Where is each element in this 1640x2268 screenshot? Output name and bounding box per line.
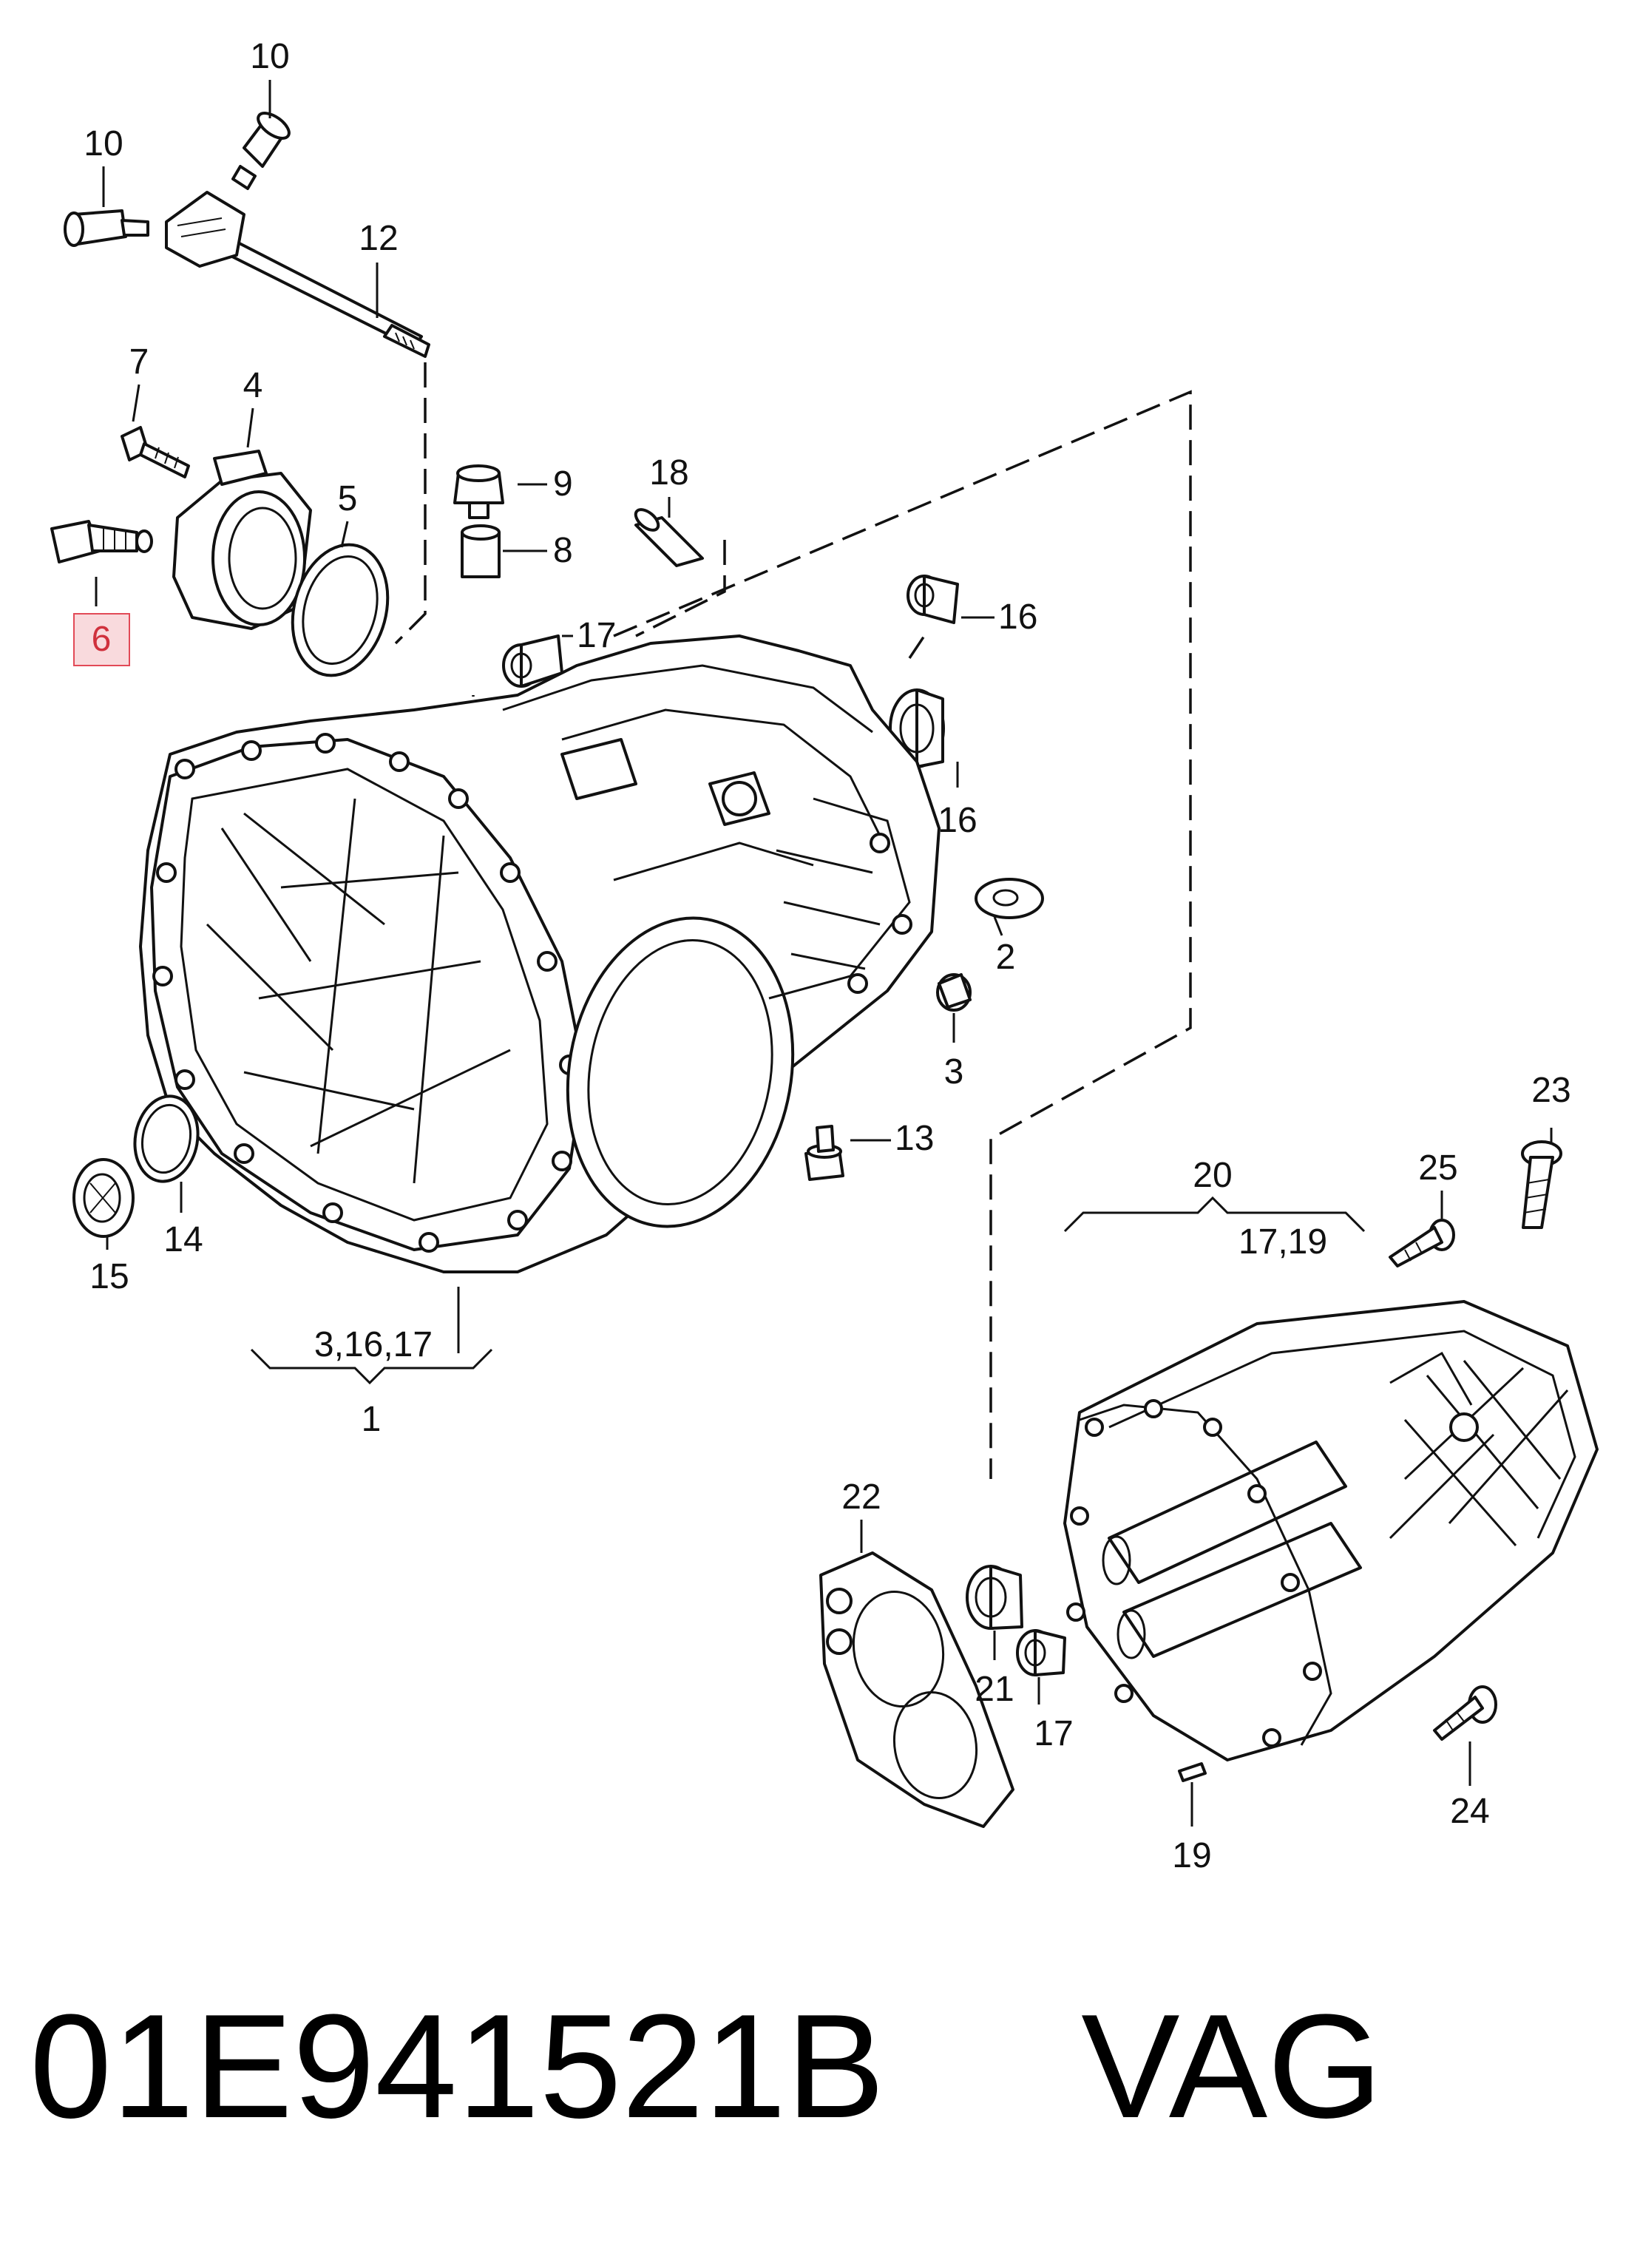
part-17-needle-bearing-bottom: [1016, 1629, 1066, 1676]
callout-6[interactable]: 6: [92, 620, 112, 659]
part-5-gasket-ring: [291, 543, 390, 677]
callout-2[interactable]: 2: [996, 938, 1016, 977]
callout-4[interactable]: 4: [243, 366, 263, 405]
callout-8[interactable]: 8: [553, 531, 573, 570]
callout-18[interactable]: 18: [649, 453, 688, 492]
callout-group-20-list: 17,19: [1239, 1222, 1327, 1262]
part-19-dowel-pin: [1178, 1762, 1207, 1782]
callout-1[interactable]: 1: [362, 1400, 382, 1439]
callout-23[interactable]: 23: [1531, 1071, 1570, 1110]
part-number: 01E941521B: [30, 1984, 885, 2149]
callout-16-top[interactable]: 16: [998, 598, 1037, 637]
callout-labels: 10 10 12 7 4 5 6 9 8 18 17 16 16 2 3 13 …: [73, 37, 1571, 1875]
callout-10-left[interactable]: 10: [84, 124, 123, 163]
part-8-sleeve: [461, 524, 501, 578]
part-9-cap: [453, 464, 504, 519]
part-10-sensor-left: [64, 209, 149, 247]
part-25-bolt: [1389, 1219, 1455, 1267]
brand-name: VAG: [1081, 1984, 1383, 2149]
part-footer: 01E941521B VAG: [30, 1982, 1612, 2152]
callout-13[interactable]: 13: [895, 1119, 934, 1158]
callout-3[interactable]: 3: [944, 1052, 964, 1091]
callout-19[interactable]: 19: [1172, 1836, 1211, 1875]
callout-17-bottom[interactable]: 17: [1034, 1714, 1073, 1753]
callout-12[interactable]: 12: [359, 219, 398, 258]
callout-9[interactable]: 9: [553, 464, 573, 504]
callout-22[interactable]: 22: [841, 1477, 881, 1517]
callout-15[interactable]: 15: [89, 1257, 129, 1296]
part-16-bearing-small: [907, 575, 959, 624]
part-10-sensor-top: [231, 112, 291, 190]
callout-25[interactable]: 25: [1418, 1148, 1457, 1188]
callout-16-mid[interactable]: 16: [938, 801, 977, 840]
leader-lines: [95, 80, 1553, 1827]
callout-20[interactable]: 20: [1193, 1156, 1232, 1195]
callout-6-highlight: [73, 613, 130, 666]
part-13-plug: [804, 1125, 844, 1181]
group-bracket-20: [1063, 1196, 1366, 1233]
part-1-gearbox-housing: [139, 634, 941, 1273]
part-18-pin: [634, 508, 704, 567]
part-12-selector-shaft: [165, 191, 430, 358]
part-7-bolt: [121, 426, 190, 478]
callout-21[interactable]: 21: [975, 1670, 1014, 1709]
part-14-gasket: [133, 1094, 200, 1183]
callout-5[interactable]: 5: [338, 479, 358, 518]
part-17-needle-bearing-top: [502, 634, 563, 688]
part-15-shaft-seal: [72, 1158, 135, 1238]
group-bracket-1: [250, 1348, 493, 1385]
part-4-clutch-release-housing: [172, 450, 312, 630]
callout-14[interactable]: 14: [163, 1220, 203, 1259]
callout-7[interactable]: 7: [129, 342, 149, 382]
part-21-bearing: [966, 1565, 1023, 1630]
part-24-bolt: [1433, 1685, 1497, 1741]
part-3-bearing: [936, 973, 972, 1012]
callout-group-1-list: 3,16,17: [314, 1325, 433, 1364]
callout-24[interactable]: 24: [1450, 1792, 1489, 1831]
part-22-bearing-plate: [819, 1551, 1014, 1828]
part-6-sender-switch: [50, 520, 153, 563]
callout-10-top[interactable]: 10: [250, 37, 289, 76]
part-2-washer: [975, 878, 1044, 919]
part-20-rear-housing: [1063, 1300, 1599, 1761]
part-23-bolt: [1521, 1140, 1562, 1229]
callout-17-top[interactable]: 17: [577, 616, 616, 655]
